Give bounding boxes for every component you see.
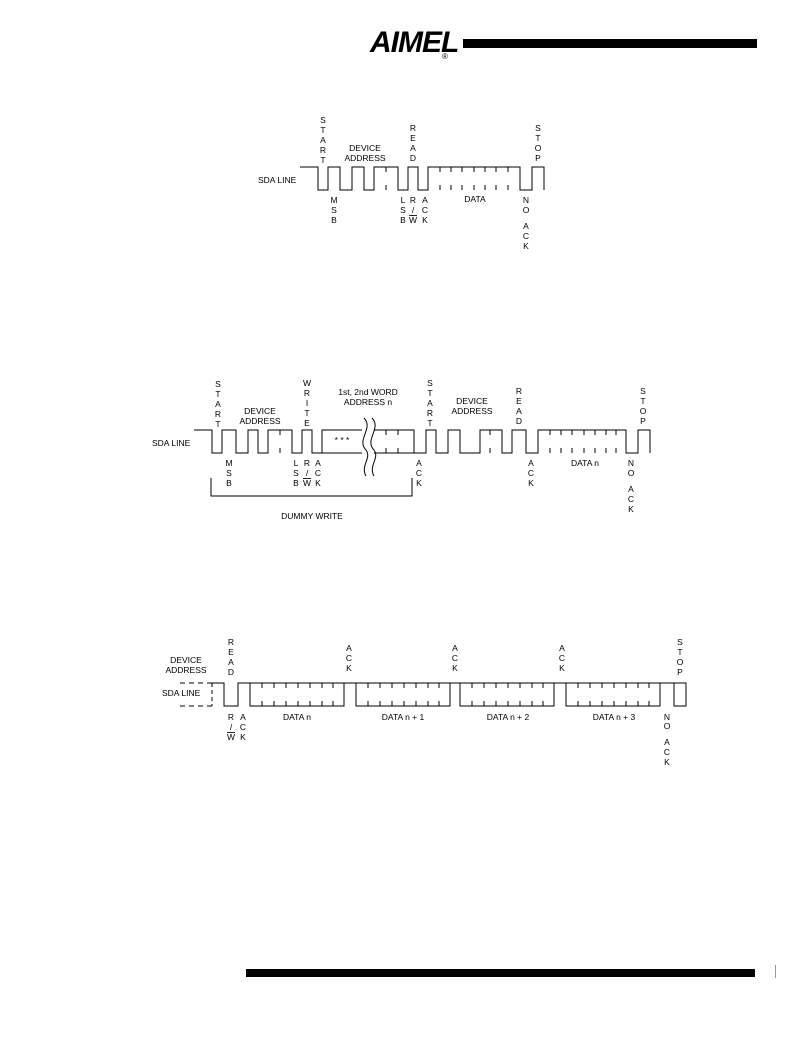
footer-bar — [246, 969, 755, 977]
break-mark-2 — [370, 417, 377, 477]
sda-line-label: SDA LINE — [152, 438, 191, 448]
dummy-write-bracket — [210, 478, 413, 497]
rw-label: R/W — [227, 712, 235, 742]
device-address-b-label: DEVICE — [456, 396, 488, 406]
atmel-logo: AIMEL ® — [370, 26, 459, 64]
footer-tick — [775, 965, 776, 978]
device-address-label: DEVICE — [244, 406, 276, 416]
stars-label: * * * — [335, 435, 350, 445]
data-n-label: DATA n — [571, 458, 599, 468]
device-address-label: DEVICE — [349, 143, 381, 153]
data-n-label: DATA n — [283, 712, 311, 722]
rw-label: R/W — [303, 458, 311, 488]
device-address-label: DEVICE — [170, 655, 202, 665]
dummy-write-label: DUMMY WRITE — [281, 511, 343, 521]
device-address-label-2: ADDRESS — [239, 416, 280, 426]
break-mark — [362, 417, 369, 477]
registered-mark: ® — [442, 52, 448, 61]
logo-text: AIMEL — [370, 26, 459, 59]
rw-label: R/W — [409, 195, 417, 225]
sda-waveform — [300, 166, 545, 191]
device-address-label-2: ADDRESS — [344, 153, 385, 163]
word-address-label: 1st, 2nd WORD — [338, 387, 398, 397]
bit-ticks — [261, 683, 650, 706]
data-label: DATA — [464, 194, 486, 204]
data-n3-label: DATA n + 3 — [593, 712, 636, 722]
bit-ticks — [385, 167, 509, 190]
sda-waveform — [212, 682, 687, 707]
sda-line-label: SDA LINE — [162, 688, 201, 698]
data-n1-label: DATA n + 1 — [382, 712, 425, 722]
device-address-label-2: ADDRESS — [165, 665, 206, 675]
sda-waveform-right — [374, 429, 651, 454]
header-bar — [463, 39, 757, 48]
device-address-b-label-2: ADDRESS — [451, 406, 492, 416]
sda-line-label: SDA LINE — [258, 175, 297, 185]
data-n2-label: DATA n + 2 — [487, 712, 530, 722]
sda-waveform-left — [194, 429, 362, 454]
word-address-label-2: ADDRESS n — [344, 397, 392, 407]
bit-ticks — [279, 430, 617, 453]
